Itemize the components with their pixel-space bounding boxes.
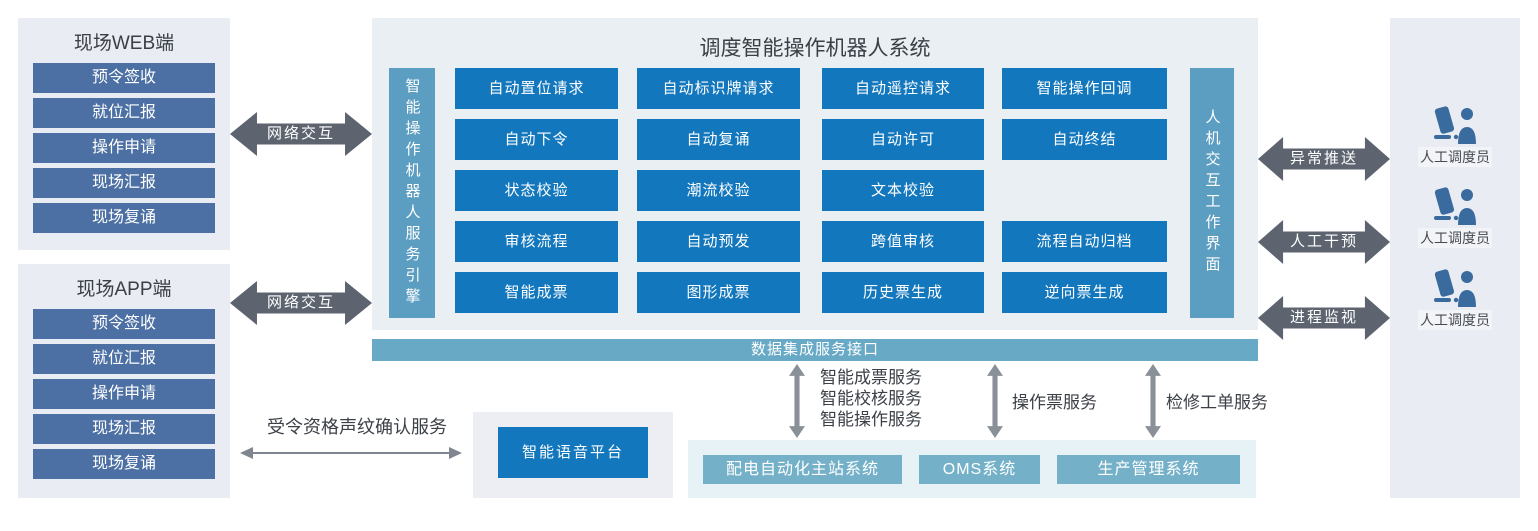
function-box: 流程自动归档: [1002, 221, 1167, 262]
function-box: 状态校验: [455, 170, 618, 211]
voice-platform-panel: 智能语音平台: [473, 412, 673, 498]
field-web-panel-title: 现场WEB端: [73, 33, 175, 54]
function-box: 跨值审核: [822, 221, 984, 262]
manual-intervention-arrow: 人工干预: [1258, 220, 1390, 264]
service-engine-bar: 智能操作机器人服务引擎: [389, 68, 435, 318]
dispatcher-group: 人工调度员: [1390, 104, 1520, 167]
service-label: 操作票服务: [1012, 393, 1097, 412]
function-box: 文本校验: [822, 170, 984, 211]
network-interaction-arrow: 网络交互: [230, 112, 372, 156]
function-box: 审核流程: [455, 221, 618, 262]
voiceprint-service-label: 受令资格声纹确认服务: [267, 417, 447, 437]
function-box: 自动遥控请求: [822, 68, 984, 109]
function-box: 逆向票生成: [1002, 272, 1167, 313]
hmi-workspace-bar: 人机交互工作界面: [1190, 68, 1234, 318]
service-link-labels: 智能成票服务 智能校核服务 智能操作服务: [820, 367, 922, 430]
service-label: 智能成票服务: [820, 368, 922, 387]
service-link-arrow: [987, 364, 1003, 438]
process-monitor-arrow: 进程监视: [1258, 296, 1390, 340]
service-label: 智能操作服务: [820, 410, 922, 429]
field-function-item: 就位汇报: [33, 98, 215, 128]
field-app-panel: 现场APP端 预令签收 就位汇报 操作申请 现场汇报 现场复诵: [18, 264, 230, 498]
function-box: 图形成票: [637, 272, 800, 313]
dispatcher-group: 人工调度员: [1390, 185, 1520, 248]
external-system-box: 生产管理系统: [1057, 455, 1240, 484]
field-app-items: 预令签收 就位汇报 操作申请 现场汇报 现场复诵: [33, 309, 215, 479]
dispatcher-group: 人工调度员: [1390, 267, 1520, 330]
function-box: 历史票生成: [822, 272, 984, 313]
field-function-item: 操作申请: [33, 379, 215, 409]
dispatcher-at-workstation-icon: [1434, 269, 1476, 307]
field-app-panel-title: 现场APP端: [76, 279, 172, 300]
function-box: 自动终结: [1002, 119, 1167, 160]
external-systems-panel: 配电自动化主站系统 OMS系统 生产管理系统: [688, 440, 1256, 498]
field-function-item: 预令签收: [33, 309, 215, 339]
field-function-item: 现场汇报: [33, 414, 215, 444]
dispatcher-panel: 人工调度员 人工调度员: [1390, 18, 1520, 498]
dispatcher-at-workstation-icon: [1434, 106, 1476, 144]
service-label: 检修工单服务: [1166, 393, 1268, 412]
robot-system-panel: 调度智能操作机器人系统 智能操作机器人服务引擎 人机交互工作界面 自动置位请求 …: [372, 18, 1258, 330]
dispatcher-label: 人工调度员: [1418, 310, 1492, 330]
field-function-item: 就位汇报: [33, 344, 215, 374]
network-interaction-arrow: 网络交互: [230, 281, 372, 325]
field-function-item: 预令签收: [33, 63, 215, 93]
field-function-item: 现场复诵: [33, 449, 215, 479]
function-box: 智能成票: [455, 272, 618, 313]
voice-platform-box: 智能语音平台: [498, 427, 648, 478]
function-box: 潮流校验: [637, 170, 800, 211]
field-function-item: 操作申请: [33, 133, 215, 163]
system-title: 调度智能操作机器人系统: [699, 37, 931, 60]
external-system-box: OMS系统: [919, 455, 1040, 484]
field-web-panel: 现场WEB端 预令签收 就位汇报 操作申请 现场汇报 现场复诵: [18, 18, 230, 250]
dispatcher-label: 人工调度员: [1418, 147, 1492, 167]
service-link-arrow: [789, 364, 805, 438]
voiceprint-double-arrow: [240, 447, 462, 459]
field-function-item: 现场复诵: [33, 203, 215, 233]
function-box: 自动下令: [455, 119, 618, 160]
function-box: 自动置位请求: [455, 68, 618, 109]
exception-push-arrow: 异常推送: [1258, 137, 1390, 181]
function-box: 自动预发: [637, 221, 800, 262]
data-integration-bus: 数据集成服务接口: [372, 339, 1258, 361]
function-box: 智能操作回调: [1002, 68, 1167, 109]
field-web-items: 预令签收 就位汇报 操作申请 现场汇报 现场复诵: [33, 63, 215, 233]
service-link-arrow: [1145, 364, 1161, 438]
field-function-item: 现场汇报: [33, 168, 215, 198]
function-box: 自动复诵: [637, 119, 800, 160]
service-label: 智能校核服务: [820, 389, 922, 408]
function-box: 自动许可: [822, 119, 984, 160]
function-box: 自动标识牌请求: [637, 68, 800, 109]
dispatcher-at-workstation-icon: [1434, 187, 1476, 225]
external-system-box: 配电自动化主站系统: [703, 455, 902, 484]
dispatcher-label: 人工调度员: [1418, 228, 1492, 248]
